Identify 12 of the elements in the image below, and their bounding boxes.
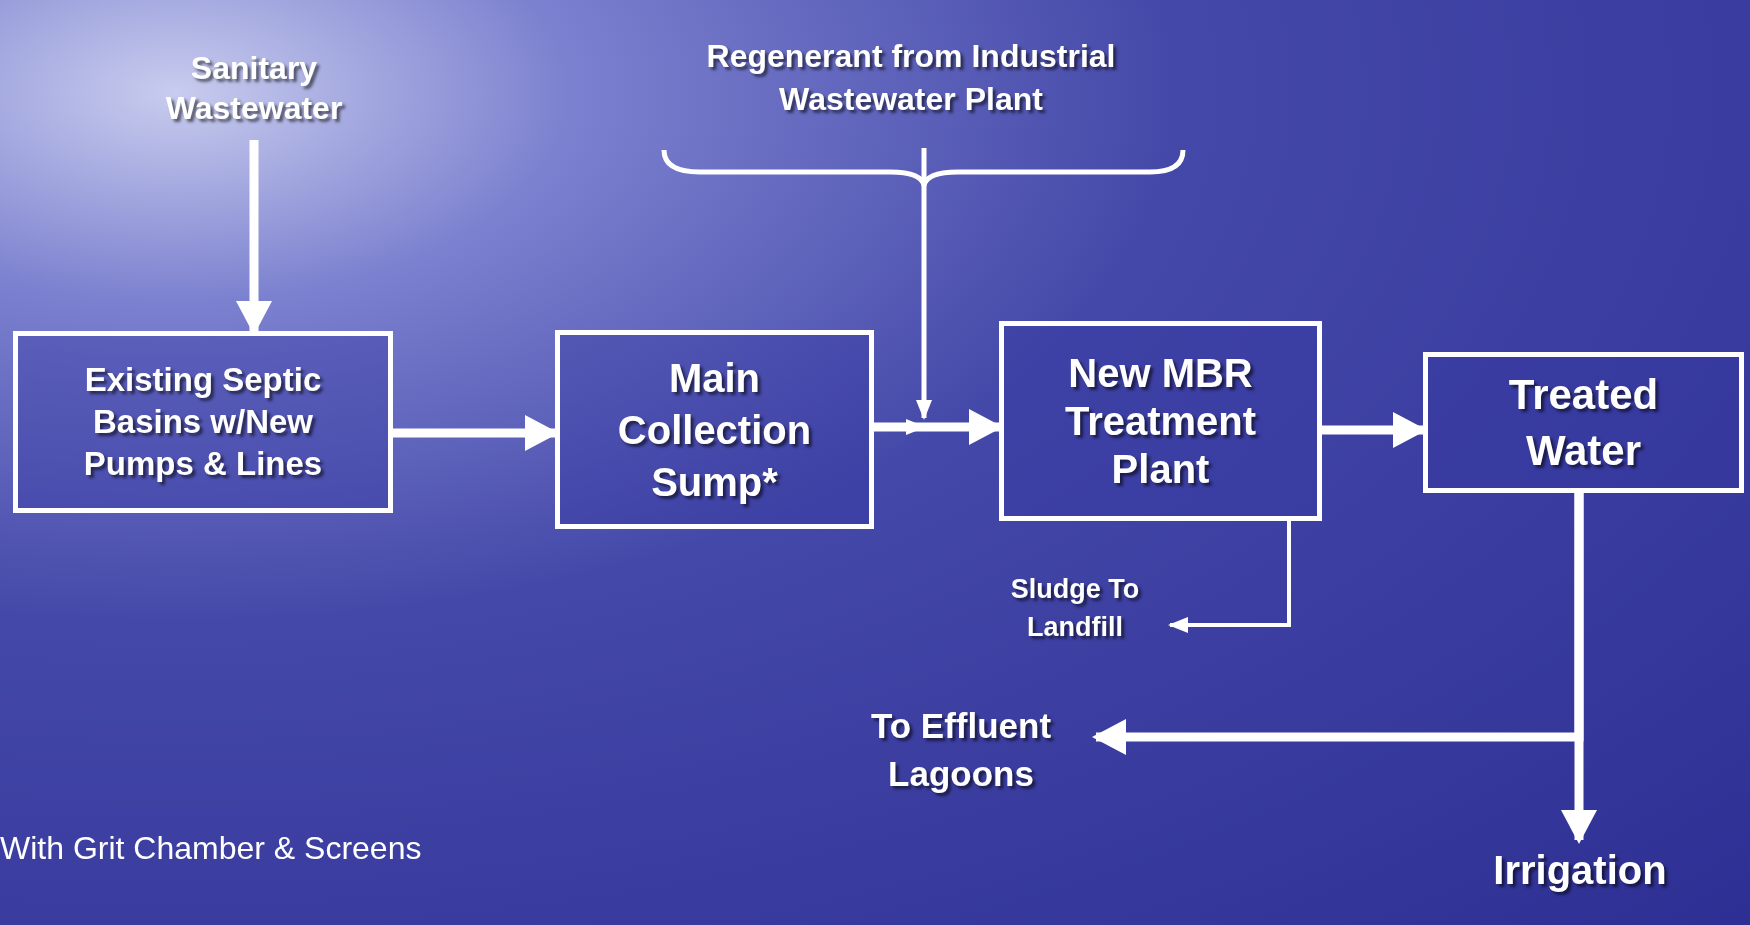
arrow — [1561, 493, 1597, 844]
process-box: Existing Septic Basins w/New Pumps & Lines — [13, 331, 393, 513]
process-box: Main Collection Sump* — [555, 330, 874, 529]
flow-label: Sludge To Landfill — [980, 566, 1170, 650]
footnote: With Grit Chamber & Screens — [0, 829, 422, 868]
flow-label: Irrigation — [1470, 840, 1690, 900]
flow-label: Sanitary Wastewater — [124, 36, 384, 140]
process-box: Treated Water — [1423, 352, 1744, 493]
arrow — [1168, 521, 1291, 633]
flow-label: To Effluent Lagoons — [826, 700, 1096, 800]
flow-label: Regenerant from Industrial Wastewater Plant — [701, 8, 1121, 148]
process-box: New MBR Treatment Plant — [999, 321, 1322, 521]
